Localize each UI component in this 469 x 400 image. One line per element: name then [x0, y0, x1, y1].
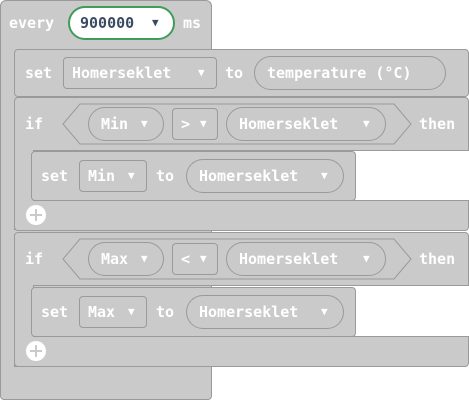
- temperature-label: temperature (°C): [267, 64, 412, 82]
- homerseklet-value-reporter[interactable]: Homerseklet ▼: [186, 159, 344, 193]
- homerseklet-reporter[interactable]: Homerseklet ▼: [226, 242, 386, 276]
- then-label: then: [419, 250, 456, 268]
- operator-symbol: <: [181, 250, 191, 268]
- if-label: if: [25, 115, 44, 133]
- caret-down-icon: ▼: [152, 16, 159, 29]
- variable-dropdown-homerseklet[interactable]: Homerseklet ▼: [63, 57, 217, 89]
- variable-name: Min: [88, 167, 116, 185]
- if-label: if: [25, 250, 44, 268]
- caret-down-icon: ▼: [198, 66, 205, 79]
- temperature-reporter[interactable]: temperature (°C): [254, 56, 446, 90]
- add-else-icon[interactable]: [26, 341, 46, 361]
- operator-dropdown[interactable]: < ▼: [172, 243, 218, 275]
- set-value: Homerseklet: [199, 303, 299, 321]
- if-min-block-bottom: [14, 200, 469, 231]
- set-label: set: [41, 303, 69, 321]
- left-operand: Min: [101, 115, 129, 133]
- unit-label: ms: [183, 14, 202, 32]
- operator-symbol: >: [181, 115, 191, 133]
- max-reporter[interactable]: Max ▼: [88, 242, 164, 276]
- set-label: set: [41, 167, 69, 185]
- then-label: then: [419, 115, 456, 133]
- to-label: to: [156, 303, 175, 321]
- left-operand: Max: [101, 250, 129, 268]
- caret-down-icon: ▼: [363, 117, 370, 130]
- variable-name: Homerseklet: [72, 64, 172, 82]
- caret-down-icon: ▼: [321, 305, 328, 318]
- interval-value: 900000: [80, 14, 135, 32]
- set-label: set: [25, 64, 53, 82]
- set-value: Homerseklet: [199, 167, 299, 185]
- caret-down-icon: ▼: [128, 305, 135, 318]
- caret-down-icon: ▼: [200, 117, 207, 130]
- to-label: to: [156, 167, 175, 185]
- right-operand: Homerseklet: [239, 250, 339, 268]
- variable-name: Max: [88, 303, 116, 321]
- interval-field[interactable]: 900000 ▼: [68, 6, 175, 40]
- variable-dropdown-max[interactable]: Max ▼: [79, 296, 147, 328]
- caret-down-icon: ▼: [200, 252, 207, 265]
- min-reporter[interactable]: Min ▼: [88, 107, 164, 141]
- to-label: to: [225, 64, 244, 82]
- caret-down-icon: ▼: [321, 169, 328, 182]
- homerseklet-value-reporter[interactable]: Homerseklet ▼: [186, 295, 344, 329]
- homerseklet-reporter[interactable]: Homerseklet ▼: [226, 107, 386, 141]
- operator-dropdown[interactable]: > ▼: [172, 108, 218, 140]
- caret-down-icon: ▼: [128, 169, 135, 182]
- right-operand: Homerseklet: [239, 115, 339, 133]
- every-label: every: [9, 14, 55, 32]
- add-else-icon[interactable]: [26, 205, 46, 225]
- if-max-block-bottom: [14, 336, 469, 367]
- caret-down-icon: ▼: [363, 252, 370, 265]
- caret-down-icon: ▼: [141, 252, 148, 265]
- variable-dropdown-min[interactable]: Min ▼: [79, 160, 147, 192]
- caret-down-icon: ▼: [141, 117, 148, 130]
